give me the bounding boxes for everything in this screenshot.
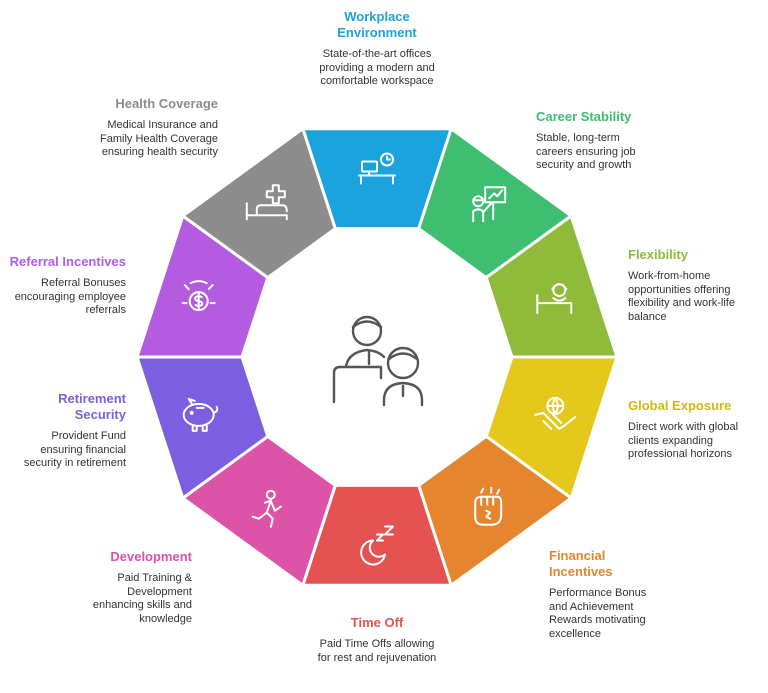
runner-icon: [251, 489, 282, 528]
desc-career: Stable, long-term careers ensuring job s…: [536, 132, 636, 171]
desk-clock-icon: [358, 152, 396, 185]
label-financial: Financial Incentives Performance Bonus a…: [549, 548, 661, 641]
presenter-chart-icon: [472, 186, 507, 223]
segment-health: [181, 127, 337, 280]
label-global: Global Exposure Direct work with global …: [628, 398, 746, 462]
label-health: Health Coverage Medical Insurance and Fa…: [98, 96, 218, 160]
person-relaxing-icon: [536, 283, 573, 315]
desc-retirement: Provident Fund ensuring financial securi…: [23, 430, 126, 469]
title-health: Health Coverage: [115, 96, 218, 111]
label-timeoff: Time Off Paid Time Offs allowing for res…: [314, 615, 440, 665]
label-development: Development Paid Training & Development …: [82, 549, 192, 626]
title-retirement: Retirement Security: [58, 391, 126, 422]
piggy-bank-icon: [182, 397, 219, 432]
title-timeoff: Time Off: [350, 615, 404, 630]
handshake-globe-icon: [534, 396, 577, 430]
label-flexibility: Flexibility Work-from-home opportunities…: [628, 247, 746, 324]
label-referral: Referral Incentives Referral Bonuses enc…: [6, 254, 126, 318]
desc-global: Direct work with global clients expandin…: [628, 421, 739, 460]
desc-referral: Referral Bonuses encouraging employee re…: [14, 277, 126, 316]
title-referral: Referral Incentives: [9, 254, 126, 269]
label-retirement: Retirement Security Provident Fund ensur…: [18, 391, 126, 471]
desc-development: Paid Training & Development enhancing sk…: [92, 572, 192, 625]
label-workplace: Workplace Environment State-of-the-art o…: [302, 9, 452, 89]
title-workplace: Workplace Environment: [337, 9, 417, 40]
title-development: Development: [110, 549, 192, 564]
desc-health: Medical Insurance and Family Health Cove…: [100, 119, 218, 158]
title-career: Career Stability: [536, 109, 632, 124]
desc-flexibility: Work-from-home opportunities offering fl…: [628, 270, 735, 323]
employee-employer-icon: [332, 315, 424, 407]
bed-plus-icon: [245, 184, 288, 221]
fist-icon: [474, 486, 503, 526]
desc-financial: Performance Bonus and Achievement Reward…: [549, 587, 647, 640]
title-flexibility: Flexibility: [628, 247, 688, 262]
desc-timeoff: Paid Time Offs allowing for rest and rej…: [317, 638, 437, 664]
title-financial: Financial Incentives: [549, 548, 613, 579]
label-career: Career Stability Stable, long-term caree…: [536, 109, 656, 173]
desc-workplace: State-of-the-art offices providing a mod…: [319, 48, 435, 87]
title-global: Global Exposure: [628, 398, 732, 413]
dollar-coin-icon: [181, 280, 216, 312]
moon-zzz-icon: [360, 525, 394, 566]
